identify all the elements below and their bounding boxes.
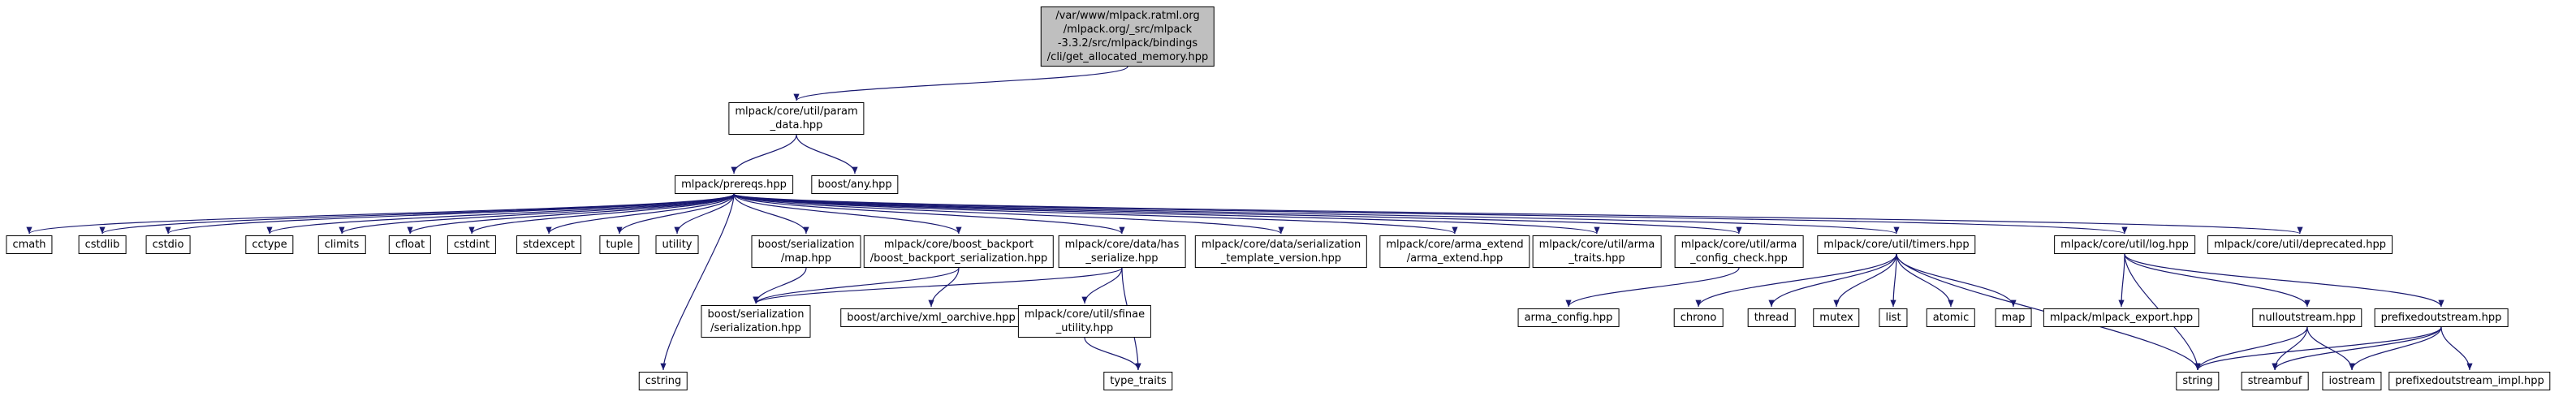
graph-edge-prereqs--cctype [266, 193, 735, 235]
graph-node-ser_template_version[interactable]: mlpack/core/data/serialization _template… [1194, 235, 1368, 268]
graph-node-arma_traits[interactable]: mlpack/core/util/arma _traits.hpp [1532, 235, 1662, 268]
graph-edge-timers--list [1890, 253, 1897, 308]
graph-edge-prereqs--utility [674, 193, 735, 235]
graph-edge-prefixedoutstream--iostream [2349, 326, 2442, 371]
graph-node-ser_map: boost/serialization /map.hpp [751, 235, 861, 268]
graph-edge-prereqs--tuple [616, 193, 735, 235]
graph-edge-prereqs--timers [733, 193, 1900, 235]
graph-node-xml_oarchive: boost/archive/xml_oarchive.hpp [840, 308, 1022, 327]
graph-edge-nulloutstream--iostream [2306, 326, 2355, 371]
graph-edge-prereqs--has_serialize [733, 193, 1125, 235]
graph-edge-prereqs--arma_traits [733, 193, 1600, 235]
graph-edge-boost_backport--xml_oarchive [928, 267, 960, 308]
graph-edge-prereqs--arma_extend [733, 193, 1458, 235]
graph-node-map: map [1995, 308, 2032, 327]
graph-edge-timers--map [1896, 253, 2017, 308]
graph-edge-timers--mutex [1833, 253, 1897, 308]
graph-node-prefixedoutstream[interactable]: prefixedoutstream.hpp [2374, 308, 2509, 327]
graph-node-cmath: cmath [6, 235, 53, 254]
graph-edge-root--param_data [793, 66, 1128, 101]
graph-node-string: string [2176, 372, 2220, 390]
graph-node-streambuf: streambuf [2241, 372, 2309, 390]
graph-node-serialization: boost/serialization /serialization.hpp [701, 305, 811, 338]
graph-node-iostream: iostream [2322, 372, 2382, 390]
graph-edge-nulloutstream--streambuf [2272, 326, 2308, 371]
graph-node-utility: utility [655, 235, 699, 254]
graph-edge-prereqs--deprecated [733, 193, 2302, 235]
graph-edge-has_serialize--sfinae [1081, 267, 1123, 304]
graph-edge-prereqs--cstring [660, 193, 735, 371]
graph-edge-prereqs--boost_backport [733, 193, 962, 235]
graph-node-nulloutstream[interactable]: nulloutstream.hpp [2252, 308, 2362, 327]
graph-edge-prereqs--cstdlib [99, 193, 735, 235]
graph-node-mutex: mutex [1813, 308, 1860, 327]
graph-node-sfinae[interactable]: mlpack/core/util/sfinae _utility.hpp [1017, 305, 1152, 338]
graph-edge-prefixedoutstream--string [2194, 326, 2442, 371]
graph-edge-prereqs--cfloat [407, 193, 735, 235]
graph-node-type_traits: type_traits [1103, 372, 1173, 390]
graph-node-cctype: cctype [245, 235, 294, 254]
graph-edge-prereqs--ser_map [733, 193, 809, 235]
graph-edge-prereqs--ser_template_version [733, 193, 1284, 235]
graph-node-cstdint: cstdint [447, 235, 497, 254]
graph-node-boost_any: boost/any.hpp [811, 175, 899, 194]
graph-node-cfloat: cfloat [388, 235, 432, 254]
graph-node-list: list [1879, 308, 1908, 327]
graph-node-climits: climits [317, 235, 366, 254]
graph-node-stdexcept: stdexcept [516, 235, 581, 254]
graph-edge-prereqs--cmath [26, 193, 735, 235]
graph-edge-boost_backport--serialization [753, 267, 960, 304]
graph-node-chrono: chrono [1673, 308, 1724, 327]
graph-edge-sfinae--type_traits [1084, 337, 1141, 371]
graph-edge-prereqs--climits [339, 193, 735, 235]
graph-edge-param_data--boost_any [796, 134, 858, 174]
graph-node-boost_backport[interactable]: mlpack/core/boost_backport /boost_backpo… [863, 235, 1055, 268]
graph-edge-prefixedoutstream--prefixedoutstream_impl [2440, 326, 2473, 371]
graph-node-deprecated[interactable]: mlpack/core/util/deprecated.hpp [2207, 235, 2393, 254]
graph-edge-param_data--prereqs [731, 134, 797, 174]
graph-node-prefixedoutstream_impl[interactable]: prefixedoutstream_impl.hpp [2388, 372, 2551, 390]
graph-node-has_serialize[interactable]: mlpack/core/data/has _serialize.hpp [1058, 235, 1186, 268]
graph-node-atomic: atomic [1926, 308, 1976, 327]
graph-edge-prereqs--stdexcept [546, 193, 735, 235]
graph-node-thread: thread [1747, 308, 1796, 327]
graph-node-log[interactable]: mlpack/core/util/log.hpp [2054, 235, 2195, 254]
graph-edge-prereqs--cstdint [468, 193, 735, 235]
graph-edge-log--prefixedoutstream [2124, 253, 2444, 308]
graph-edge-prefixedoutstream--streambuf [2272, 326, 2442, 371]
graph-edge-prereqs--arma_config_check [733, 193, 1742, 235]
graph-edge-timers--atomic [1896, 253, 1954, 308]
graph-node-cstdlib: cstdlib [78, 235, 127, 254]
graph-edge-has_serialize--serialization [753, 267, 1123, 304]
graph-node-prereqs[interactable]: mlpack/prereqs.hpp [675, 175, 793, 194]
graph-node-root: /var/www/mlpack.ratml.org /mlpack.org/_s… [1040, 6, 1215, 67]
graph-edge-nulloutstream--string [2194, 326, 2308, 371]
graph-edge-arma_config_check--arma_config [1565, 267, 1740, 308]
graph-node-arma_config_check[interactable]: mlpack/core/util/arma _config_check.hpp [1674, 235, 1804, 268]
graph-edge-ser_map--serialization [753, 267, 807, 304]
graph-edge-prereqs--log [733, 193, 2127, 235]
graph-edge-prereqs--cstdio [165, 193, 735, 235]
graph-edge-log--mlpack_export [2118, 253, 2125, 308]
graph-node-arma_extend[interactable]: mlpack/core/arma_extend /arma_extend.hpp [1379, 235, 1530, 268]
graph-node-cstring: cstring [638, 372, 688, 390]
graph-node-mlpack_export: mlpack/mlpack_export.hpp [2043, 308, 2200, 327]
graph-node-arma_config: arma_config.hpp [1517, 308, 1620, 327]
graph-edge-log--nulloutstream [2124, 253, 2311, 308]
graph-node-cstdio: cstdio [145, 235, 191, 254]
graph-node-tuple: tuple [599, 235, 640, 254]
graph-node-timers[interactable]: mlpack/core/util/timers.hpp [1817, 235, 1976, 254]
graph-node-param_data[interactable]: mlpack/core/util/param _data.hpp [728, 102, 865, 135]
